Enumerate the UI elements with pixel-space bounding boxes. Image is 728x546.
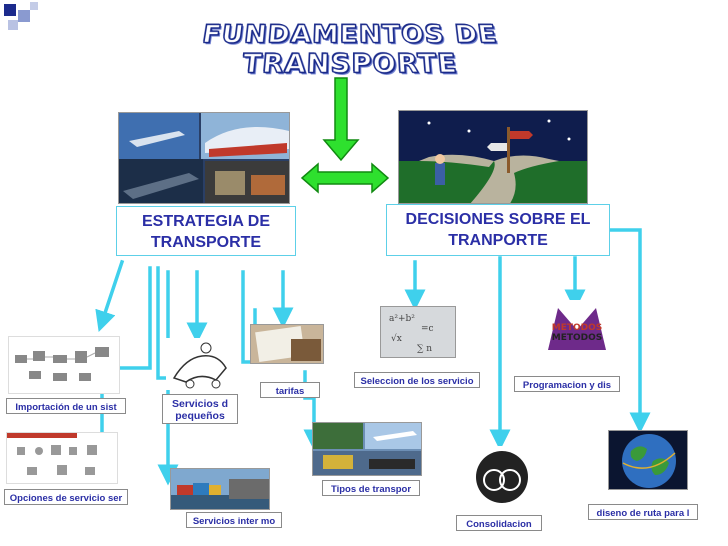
corner-square xyxy=(18,10,30,22)
metodos-text: METODOS xyxy=(552,333,603,343)
metodos-text: METODOS xyxy=(552,323,603,333)
transport-collage-image xyxy=(118,112,290,204)
label-diseno: diseno de ruta para l xyxy=(588,504,698,520)
svg-text:a²+b²: a²+b² xyxy=(389,314,415,324)
label-tarifas: tarifas xyxy=(260,382,320,398)
service-options-diagram-image xyxy=(6,432,118,484)
label-consolidacion: Consolidacion xyxy=(456,515,542,531)
label-seleccion: Seleccion de los servicio xyxy=(354,372,480,388)
label-programacion: Programacion y dis xyxy=(514,376,620,392)
svg-text:∑ n: ∑ n xyxy=(417,344,432,354)
tariffs-image xyxy=(250,324,324,364)
label-tipos: Tipos de transpor xyxy=(322,480,420,496)
label-opciones: Opciones de servicio ser xyxy=(4,489,128,505)
methods-image: METODOS METODOS xyxy=(542,300,612,360)
math-services-image: a²+b² =c √x ∑ n xyxy=(380,306,456,358)
svg-text:√x: √x xyxy=(391,333,402,344)
transport-types-collage-image xyxy=(312,422,422,476)
import-system-diagram-image xyxy=(8,336,120,394)
svg-text:=c: =c xyxy=(421,324,434,334)
label-servicios-inter: Servicios inter mo xyxy=(186,512,282,528)
corner-square xyxy=(8,20,18,30)
corner-square xyxy=(4,4,16,16)
label-servicios-pequenos: Servicios d pequeños xyxy=(162,394,238,424)
world-globe-image xyxy=(608,430,688,490)
consolidation-image xyxy=(466,446,538,508)
corner-square xyxy=(30,2,38,10)
intermodal-services-image xyxy=(170,468,270,510)
small-services-sketch-image xyxy=(166,338,236,390)
estrategia-box: ESTRATEGIA DE TRANSPORTE xyxy=(116,206,296,256)
road-decision-image xyxy=(398,110,588,204)
label-importacion: Importación de un sist xyxy=(6,398,126,414)
decisiones-box: DECISIONES SOBRE EL TRANPORTE xyxy=(386,204,610,256)
